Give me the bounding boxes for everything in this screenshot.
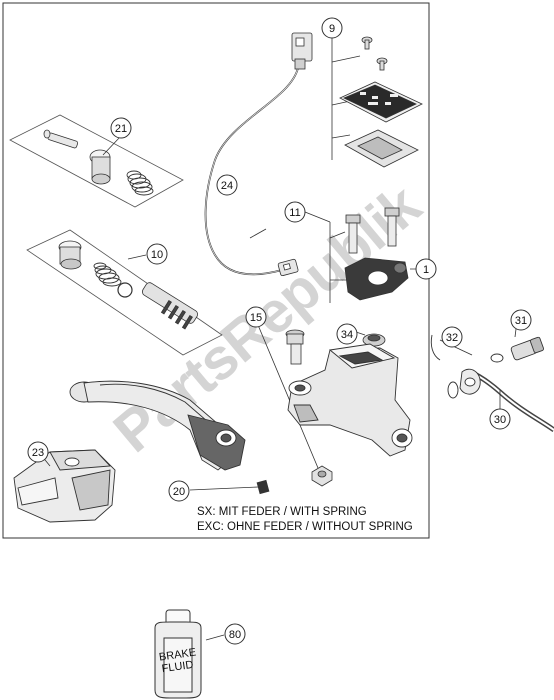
brake-lever [69, 380, 246, 471]
svg-text:23: 23 [32, 447, 44, 459]
callout-10: 10 [146, 243, 168, 265]
callout-11: 11 [284, 201, 306, 223]
svg-text:9: 9 [329, 23, 335, 35]
svg-text:11: 11 [289, 207, 300, 219]
kit-panel-21 [9, 114, 184, 208]
leader-15 [257, 324, 319, 469]
handlebar-clamp [344, 257, 409, 301]
reservoir-cover [339, 81, 423, 123]
svg-text:10: 10 [151, 249, 163, 261]
bottle-label-line2: FLUID [161, 659, 194, 675]
callout-23: 23 [27, 441, 49, 463]
svg-text:15: 15 [250, 312, 262, 324]
note-line-exc: EXC: OHNE FEDER / WITHOUT SPRING [197, 521, 413, 533]
leader-20 [189, 486, 259, 491]
pivot-bolt-15 [285, 329, 305, 365]
cap-34 [362, 333, 386, 347]
svg-text:80: 80 [229, 629, 241, 641]
svg-text:30: 30 [494, 414, 506, 426]
callout-34: 34 [336, 323, 358, 345]
pivot-nut [311, 465, 333, 487]
sensor-cable-24 [204, 32, 313, 277]
callout-21: 21 [110, 117, 132, 139]
callout-31: 31 [510, 309, 532, 331]
leader-11 [304, 211, 331, 223]
callout-20: 20 [168, 480, 190, 502]
kit-panel-10 [26, 229, 223, 356]
callout-15: 15 [245, 306, 267, 328]
bottle-label-line1: BRAKE [158, 646, 197, 663]
cover-screws [361, 36, 388, 71]
svg-text:20: 20 [173, 486, 185, 498]
callout-30: 30 [489, 408, 511, 430]
brake-fluid-bottle [154, 609, 202, 699]
set-screw-20 [256, 479, 270, 495]
callout-32: 32 [441, 326, 463, 348]
bracket-lines-9 [331, 38, 361, 160]
callout-24: 24 [216, 174, 238, 196]
svg-text:32: 32 [446, 332, 458, 344]
svg-text:21: 21 [115, 123, 127, 135]
svg-text:31: 31 [515, 315, 527, 327]
callout-9: 9 [321, 17, 343, 39]
svg-text:24: 24 [221, 180, 233, 192]
svg-text:34: 34 [341, 329, 353, 341]
callout-80: 80 [224, 623, 246, 645]
note-line-sx: SX: MIT FEDER / WITH SPRING [197, 506, 367, 518]
reservoir-diaphragm [344, 129, 419, 168]
clamp-bolts [345, 207, 400, 254]
lever-cover-23 [13, 449, 116, 523]
svg-text:1: 1 [423, 264, 429, 276]
bracket-lines-11 [329, 222, 348, 303]
callout-1: 1 [415, 258, 437, 280]
master-cylinder [287, 343, 413, 457]
